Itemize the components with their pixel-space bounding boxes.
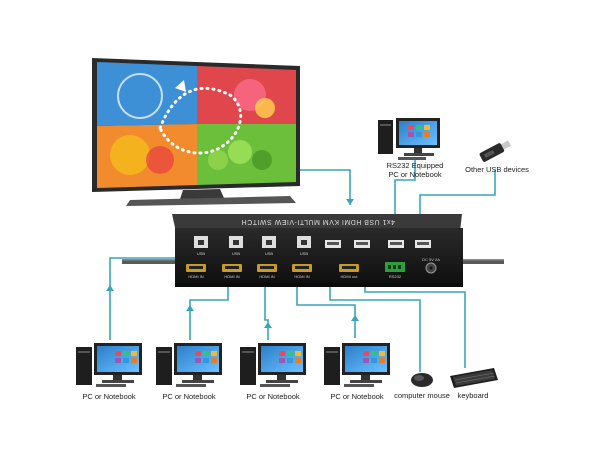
dc-label: DC 5V 2A — [422, 257, 440, 262]
usb-port-label-4: USB — [299, 251, 309, 256]
keyboard-label: keyboard — [457, 391, 489, 400]
usb-port-label-2: USB — [231, 251, 241, 256]
pc-1 — [76, 343, 142, 387]
pc-4-label: PC or Notebook — [330, 392, 384, 401]
pc-1-label: PC or Notebook — [82, 392, 136, 401]
pc-2 — [156, 343, 222, 387]
rs232-port-label: RS232 — [388, 274, 402, 279]
pc-3 — [240, 343, 306, 387]
computer-mouse-icon — [411, 373, 433, 387]
rs232-pc — [378, 118, 440, 160]
other-usb-label: Other USB devices — [465, 165, 529, 174]
rs232-pc-label-line1: RS232 Equipped — [386, 161, 444, 170]
rs232-pc-label-line2: PC or Notebook — [388, 170, 442, 179]
hdmi-out-label: HDMI out — [340, 274, 358, 279]
usb-port-label-3: USB — [264, 251, 274, 256]
pc-2-label: PC or Notebook — [162, 392, 216, 401]
pc-4 — [324, 343, 390, 387]
keyboard-icon — [450, 368, 498, 388]
hdmi-in-label-3: HDMI IN — [259, 274, 275, 279]
tv-monitor — [92, 58, 300, 206]
usb-drive — [479, 140, 511, 162]
mouse-label: computer mouse — [394, 391, 450, 400]
pc-3-label: PC or Notebook — [246, 392, 300, 401]
hdmi-in-label-2: HDMI IN — [224, 274, 240, 279]
usb-port-label-1: USB — [196, 251, 206, 256]
kvm-switch — [172, 214, 463, 287]
switch-title: 4x1 USB HDMI KVM MULTI-VIEW SWITCH — [241, 218, 395, 225]
hdmi-in-label-4: HDMI IN — [294, 274, 310, 279]
hdmi-in-label-1: HDMI IN — [188, 274, 204, 279]
